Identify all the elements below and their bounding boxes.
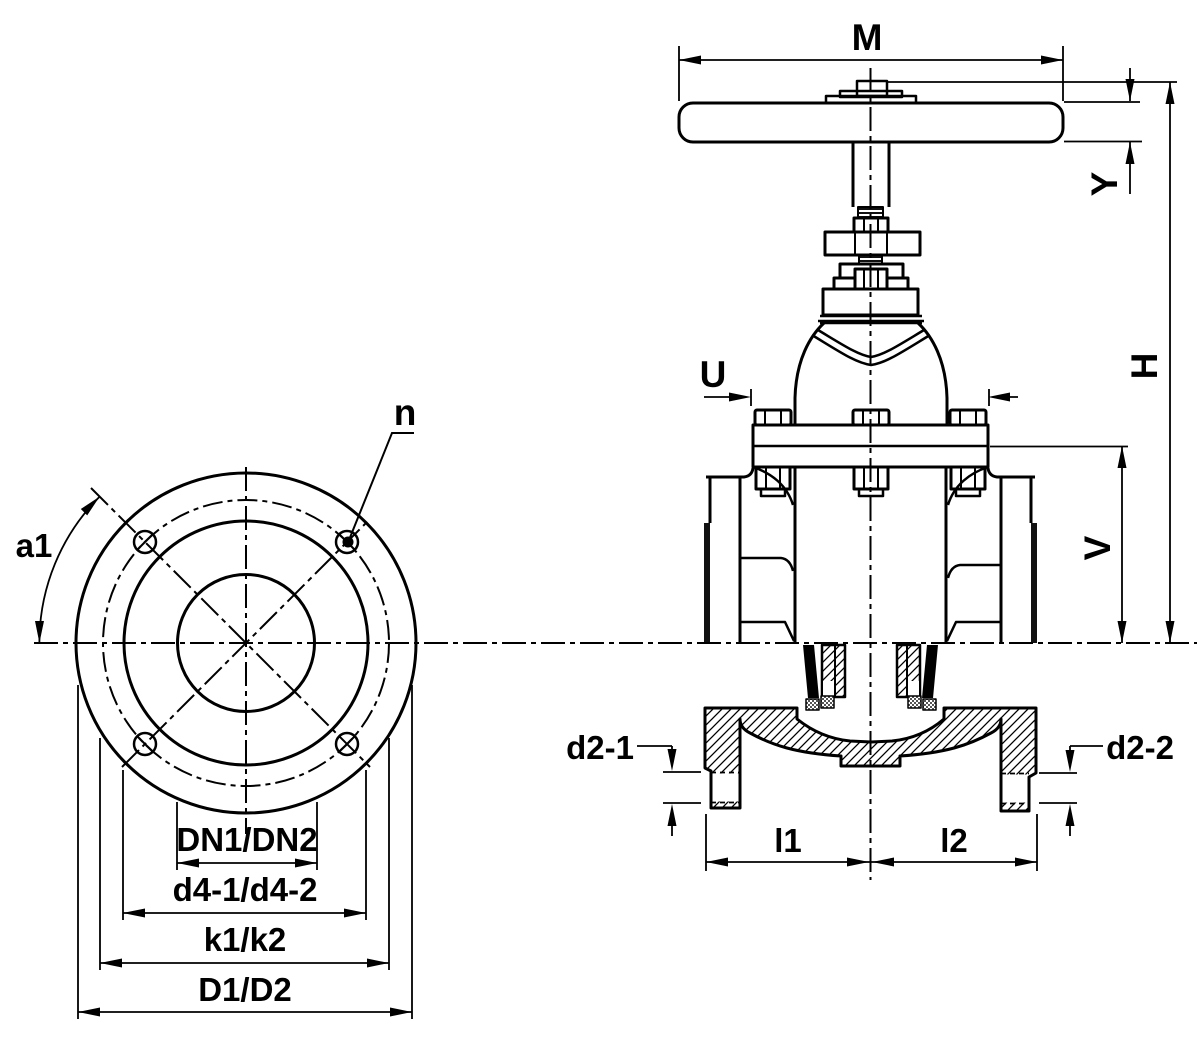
dim-DN-lines bbox=[176, 802, 318, 870]
bonnet-left bbox=[793, 321, 826, 425]
dim-label-U: U bbox=[700, 354, 727, 395]
body-shoulder-left bbox=[706, 467, 755, 479]
handwheel-hub-nut bbox=[855, 79, 889, 98]
right-bolt-hole-band bbox=[1002, 774, 1028, 803]
dim-label-Y: Y bbox=[1084, 171, 1125, 196]
stem-hex-nut-facets bbox=[863, 269, 879, 289]
right-raised-face bbox=[1031, 523, 1037, 643]
a1-arrow bbox=[35, 621, 44, 643]
left-hole-dashes bbox=[711, 771, 740, 804]
stem-nut-facets bbox=[863, 218, 879, 232]
centerlines bbox=[34, 68, 1197, 880]
right-hole-dashes bbox=[1001, 772, 1029, 805]
wedge-notch-left bbox=[823, 681, 834, 696]
dim-label-d2-2: d2-2 bbox=[1106, 729, 1174, 766]
dim-label-M: M bbox=[852, 17, 883, 58]
body-ledge bbox=[945, 620, 1001, 642]
dim-label-H: H bbox=[1124, 353, 1165, 380]
body-barrel-walls bbox=[793, 467, 948, 643]
dim-label-d4: d4-1/d4-2 bbox=[173, 871, 318, 908]
body-section-hatched bbox=[703, 706, 1038, 813]
dim-label-l1: l1 bbox=[774, 822, 802, 859]
wedge-seal-right bbox=[922, 645, 938, 698]
dim-label-k: k1/k2 bbox=[204, 921, 287, 958]
dimension-labels: M Y H V U n a1 d2-1 d2-2 l1 l2 DN1/DN2 d… bbox=[16, 17, 1174, 1008]
body-ledge bbox=[740, 556, 795, 572]
side-section-view bbox=[677, 79, 1065, 813]
dim-d2-2-lines bbox=[1039, 745, 1103, 836]
bolt-hole bbox=[132, 731, 158, 757]
dim-k-lines bbox=[99, 738, 390, 970]
body-shoulder-right bbox=[986, 467, 1035, 479]
body-fillet-right bbox=[946, 465, 989, 506]
n-leader-line bbox=[348, 432, 414, 541]
dim-l-lines bbox=[705, 814, 1038, 871]
flange-edges-redraw bbox=[709, 719, 1031, 811]
body-ledge bbox=[740, 620, 796, 642]
diagonal-centerline bbox=[121, 518, 371, 768]
dim-label-D: D1/D2 bbox=[198, 971, 292, 1008]
body-fillet-left bbox=[752, 465, 795, 506]
dim-label-a1: a1 bbox=[16, 527, 53, 564]
dim-label-V: V bbox=[1077, 535, 1118, 560]
left-bolt-hole-band bbox=[712, 773, 739, 802]
dim-label-n: n bbox=[394, 392, 417, 433]
dim-V-lines bbox=[990, 445, 1128, 643]
dimension-arrowheads bbox=[78, 55, 1175, 1017]
bolt-hole bbox=[334, 731, 360, 757]
dim-label-d2-1: d2-1 bbox=[566, 729, 634, 766]
dim-d4-lines bbox=[122, 770, 367, 920]
dim-label-l2: l2 bbox=[940, 822, 968, 859]
dim-label-DN: DN1/DN2 bbox=[176, 821, 317, 858]
wedge-seal-left bbox=[803, 645, 819, 698]
seat-seal-rings bbox=[805, 695, 937, 711]
bonnet-right bbox=[916, 321, 949, 425]
bolt-hole bbox=[334, 529, 360, 555]
diagonal-centerline bbox=[90, 487, 371, 768]
a1-arrow bbox=[80, 496, 100, 516]
stem bbox=[851, 142, 891, 207]
left-raised-face bbox=[704, 523, 710, 643]
body-ledge bbox=[946, 563, 1001, 579]
dim-M-lines bbox=[678, 46, 1064, 101]
gland-facets bbox=[854, 232, 888, 255]
dim-D-lines bbox=[77, 685, 413, 1019]
bolt-hole bbox=[132, 529, 158, 555]
wedge-notch-right bbox=[908, 681, 919, 696]
